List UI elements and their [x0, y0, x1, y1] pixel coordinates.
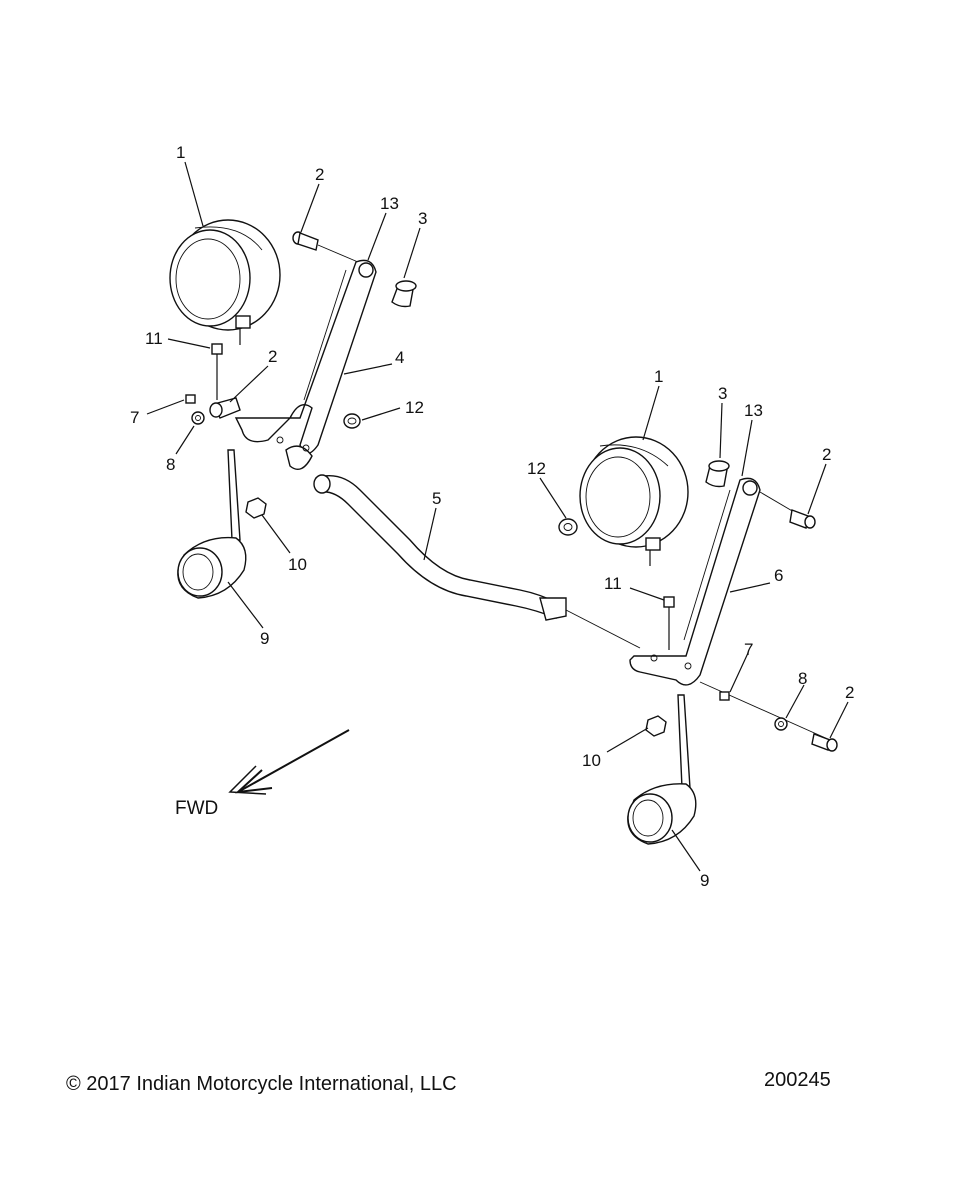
callout-12-right: 12	[527, 459, 546, 478]
grommet-right	[558, 518, 578, 536]
callout-5: 5	[432, 489, 441, 508]
callout-13-left: 13	[380, 194, 399, 213]
crossbar	[313, 474, 641, 649]
callout-9-left: 9	[260, 629, 269, 648]
callout-2-left-top: 2	[315, 165, 324, 184]
callout-3-right: 3	[718, 384, 727, 403]
headlamp-left	[169, 219, 281, 345]
screw-washer-right	[699, 681, 838, 752]
callout-10-left: 10	[288, 555, 307, 574]
callout-8-right: 8	[798, 669, 807, 688]
bushing-right	[705, 460, 730, 488]
screw-left	[211, 343, 223, 400]
callout-3-left: 3	[418, 209, 427, 228]
bolt-right-top	[759, 491, 816, 529]
callout-9-right: 9	[700, 871, 709, 890]
screw-washer-left	[185, 394, 205, 425]
callout-7-right: 7	[744, 640, 753, 659]
grommet-left	[343, 413, 361, 429]
bolt-left-top	[292, 231, 359, 263]
forward-arrow	[228, 729, 350, 795]
bolt-left-mid	[209, 397, 241, 419]
turn-signal-left	[177, 449, 247, 599]
turn-signal-right	[627, 694, 697, 845]
callout-11-right: 11	[604, 574, 622, 593]
leader-lines	[146, 161, 849, 872]
nut-right	[645, 715, 667, 737]
callout-7-left: 7	[130, 408, 139, 427]
fwd-label: FWD	[175, 798, 218, 819]
screw-right	[663, 596, 675, 650]
callout-8-left: 8	[166, 455, 175, 474]
bracket-right	[629, 477, 761, 686]
copyright-text: © 2017 Indian Motorcycle International, …	[66, 1073, 457, 1095]
callout-1-left: 1	[176, 143, 185, 162]
callout-2-left-mid: 2	[268, 347, 277, 366]
bushing-left	[391, 280, 417, 308]
figure-number: 200245	[764, 1069, 831, 1091]
callout-2-right-top: 2	[822, 445, 831, 464]
headlamp-right	[579, 436, 689, 566]
callout-13-right: 13	[744, 401, 763, 420]
nut-left	[245, 497, 267, 519]
callout-6: 6	[774, 566, 783, 585]
callout-2-right-low: 2	[845, 683, 854, 702]
callout-4: 4	[395, 348, 404, 367]
bracket-left	[234, 259, 377, 470]
callout-12-left: 12	[405, 398, 424, 417]
callout-1-right: 1	[654, 367, 663, 386]
callout-11-left: 11	[145, 329, 163, 348]
callout-10-right: 10	[582, 751, 601, 770]
